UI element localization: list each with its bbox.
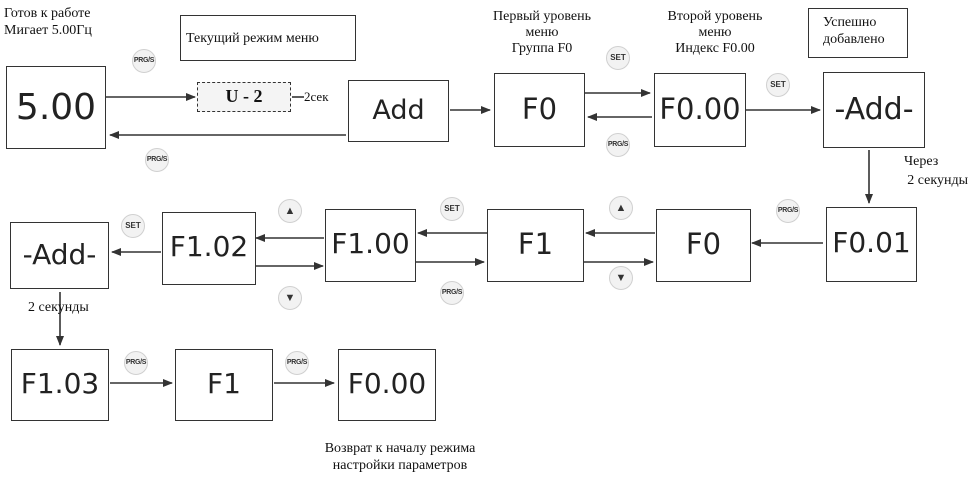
success-line2: добавлено bbox=[823, 32, 885, 47]
display-f0-01: F0.01 bbox=[826, 207, 917, 282]
down-arrow-key-icon: ▼ bbox=[278, 286, 302, 310]
display-f1-03: F1.03 bbox=[11, 349, 109, 421]
current-mode-box: Текущий режим меню bbox=[180, 15, 356, 61]
after-line1: Через bbox=[904, 154, 939, 169]
display-value: 5.00 bbox=[15, 87, 97, 128]
display-value: F0.01 bbox=[832, 226, 911, 259]
prg-key: PRG/S bbox=[285, 351, 309, 375]
down-arrow-key-icon: ▼ bbox=[609, 266, 633, 290]
display-f0-00-return: F0.00 bbox=[338, 349, 436, 421]
after-line2: 2 секунды bbox=[907, 173, 968, 188]
display-f1-02: F1.02 bbox=[162, 212, 256, 285]
display-value: F1.02 bbox=[169, 230, 249, 263]
display-value: Add bbox=[372, 95, 425, 126]
level1-line1: Первый уровень bbox=[493, 9, 591, 24]
up-arrow-key-icon: ▲ bbox=[609, 196, 633, 220]
display-f0-00-index: F0.00 bbox=[654, 73, 746, 147]
return-line2: настройки параметров bbox=[332, 458, 468, 473]
level1-line2: меню bbox=[525, 25, 559, 40]
display-value: F1 bbox=[207, 367, 241, 400]
prg-key: PRG/S bbox=[132, 49, 156, 73]
display-value: -Add- bbox=[834, 92, 914, 127]
display-add-row2: -Add- bbox=[10, 222, 109, 289]
note-ready: Готов к работе bbox=[4, 6, 91, 21]
display-f0-group: F0 bbox=[494, 73, 585, 147]
level2-line2: меню bbox=[698, 25, 732, 40]
level1-line3: Группа F0 bbox=[511, 41, 573, 56]
display-5-00: 5.00 bbox=[6, 66, 106, 149]
level2-line3: Индекс F0.00 bbox=[675, 41, 755, 56]
display-f0-row2: F0 bbox=[656, 209, 751, 282]
return-line1: Возврат к началу режима bbox=[324, 441, 476, 456]
current-mode-label: Текущий режим меню bbox=[186, 31, 319, 46]
display-value: F1.00 bbox=[331, 227, 410, 260]
prg-key: PRG/S bbox=[440, 281, 464, 305]
prg-key: PRG/S bbox=[145, 148, 169, 172]
set-key: SET bbox=[766, 73, 790, 97]
success-box: Успешно добавлено bbox=[808, 8, 908, 58]
display-value: F1.03 bbox=[20, 367, 100, 400]
display-value: F0 bbox=[685, 227, 722, 261]
delay-label: 2сек bbox=[304, 89, 329, 105]
display-value: F1 bbox=[517, 227, 554, 261]
display-value: -Add- bbox=[22, 238, 97, 271]
prg-key: PRG/S bbox=[606, 133, 630, 157]
display-value: F0.00 bbox=[659, 92, 741, 126]
mode-code-box: U - 2 bbox=[197, 82, 291, 112]
two-seconds-note: 2 секунды bbox=[28, 300, 89, 315]
success-line1: Успешно bbox=[823, 15, 877, 30]
level2-line1: Второй уровень bbox=[667, 9, 763, 24]
set-key: SET bbox=[121, 214, 145, 238]
display-f1-00: F1.00 bbox=[325, 209, 416, 282]
up-arrow-key-icon: ▲ bbox=[278, 199, 302, 223]
display-f1-row2: F1 bbox=[487, 209, 584, 282]
display-f1-row3: F1 bbox=[175, 349, 273, 421]
set-key: SET bbox=[606, 46, 630, 70]
display-add-success: -Add- bbox=[823, 72, 925, 148]
set-key: SET bbox=[440, 197, 464, 221]
prg-key: PRG/S bbox=[124, 351, 148, 375]
note-blinking: Мигает 5.00Гц bbox=[4, 23, 92, 38]
prg-key: PRG/S bbox=[776, 199, 800, 223]
display-value: F0.00 bbox=[347, 367, 427, 400]
display-add: Add bbox=[348, 80, 449, 142]
display-value: F0 bbox=[521, 92, 558, 126]
